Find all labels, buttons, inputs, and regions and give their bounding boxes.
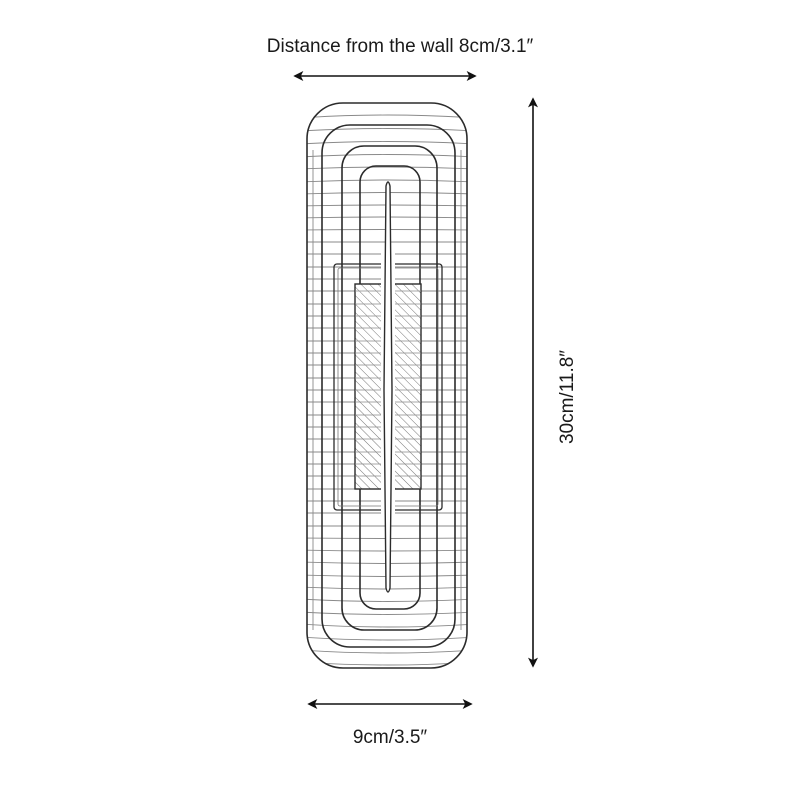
outer-shell [306, 102, 468, 669]
second-shell [321, 124, 456, 648]
third-shell [341, 145, 438, 631]
width-dimension-label: 9cm/3.5″ [352, 727, 428, 748]
depth-dimension-label: Distance from the wall 8cm/3.1″ [266, 36, 534, 57]
center-spindle [381, 181, 395, 593]
